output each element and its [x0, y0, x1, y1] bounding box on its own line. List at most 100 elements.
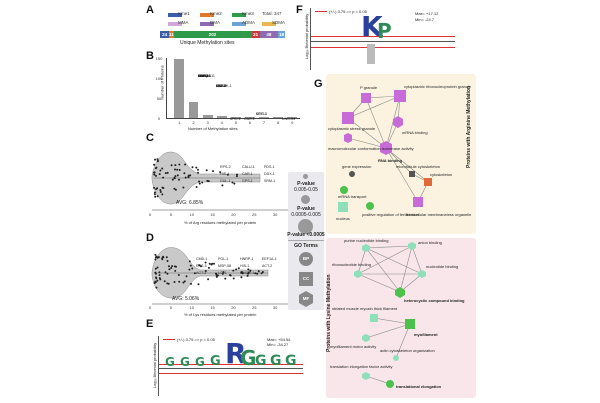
- data-point: [182, 186, 185, 189]
- node-actin-organization: [393, 355, 399, 361]
- data-point: [178, 280, 181, 283]
- data-point: [173, 281, 176, 283]
- data-point: [158, 173, 161, 176]
- node-stress-granule: [342, 112, 354, 124]
- node-myosin-thick-filament: [370, 314, 378, 322]
- data-point: [235, 268, 238, 271]
- label-actin: actin cytoskeleton organization: [380, 348, 435, 353]
- node-membraneless-organelle: [413, 197, 423, 207]
- panel-h-title: Proteins with Lysine Methylation: [326, 274, 332, 352]
- legend-swatch: [200, 22, 214, 26]
- node-positive-regulation-fertilization: [366, 202, 374, 210]
- mf-marker: [299, 291, 313, 307]
- bar: [188, 102, 199, 118]
- data-point: [213, 262, 215, 265]
- panel-c-avg: AVG: 6.85%: [176, 200, 204, 206]
- legend-swatch: [168, 13, 182, 17]
- data-point: [195, 166, 198, 169]
- panel-label-b: B: [146, 50, 154, 62]
- motif-letter: G: [270, 353, 282, 369]
- data-point: [163, 280, 166, 283]
- motif-letter: G: [285, 353, 297, 369]
- bar: [174, 58, 185, 118]
- pvalue-2-label: P-value: [297, 206, 315, 212]
- threshold-line-sample: [315, 11, 327, 12]
- legend-swatch: [200, 13, 214, 17]
- label-mrna-transport: mRNA transport: [338, 194, 367, 199]
- data-point: [153, 173, 156, 176]
- legend-swatch: [232, 13, 246, 17]
- motif-letter: G: [255, 353, 267, 369]
- legend-swatch: [262, 22, 276, 26]
- gene-label: GPS-1: [242, 179, 253, 183]
- gene-label: SFPQ-1: [198, 74, 211, 78]
- data-point: [162, 176, 165, 179]
- data-point: [185, 275, 188, 278]
- data-point: [174, 188, 177, 191]
- gene-label: GTF-1: [256, 112, 267, 116]
- motif-letter: G: [210, 354, 221, 369]
- data-point: [155, 188, 158, 191]
- gene-label: PDS-1: [264, 165, 275, 169]
- x-tick: 6: [248, 120, 252, 125]
- data-point: [224, 277, 227, 280]
- data-point: [154, 280, 157, 283]
- data-point: [184, 176, 187, 179]
- y-tick: 0: [157, 116, 161, 121]
- node-microtubule-cytoskeleton: [409, 171, 415, 177]
- data-point: [153, 191, 156, 194]
- panel-b-ylabel: Number of Proteins: [159, 65, 165, 100]
- legend-label: ADMA: [242, 20, 256, 25]
- gene-label: CMD-1: [196, 257, 208, 261]
- data-point: [211, 262, 214, 265]
- label-microtubule: microtubule cytoskeleton: [396, 164, 440, 169]
- data-point: [176, 168, 179, 171]
- gene-label: NCT-1: [216, 84, 227, 88]
- x-tick: 5: [234, 120, 237, 125]
- motif-letter: G: [165, 355, 175, 369]
- node-ribonucleotide-binding: [354, 270, 362, 278]
- panel-label-d: D: [146, 232, 154, 244]
- gene-label: ACT-3: [196, 271, 207, 275]
- data-point: [155, 166, 158, 169]
- x-tick: 2: [192, 120, 195, 125]
- zero-line: [159, 368, 303, 369]
- pvalue-3-label: P-value <0.0005: [287, 232, 325, 238]
- data-point: [249, 269, 252, 272]
- data-point: [207, 278, 210, 281]
- label-ribonucleoprotein: cytoplasmic ribonucleoprotein granule: [404, 84, 472, 89]
- stack-segment: 18: [278, 31, 286, 38]
- x-tick: 10: [189, 305, 194, 310]
- label-elongation-factor: translation elongation factor activity: [330, 364, 392, 369]
- data-point: [206, 179, 209, 182]
- x-tick: 30: [272, 212, 278, 217]
- data-point: [257, 270, 260, 273]
- data-point: [240, 276, 243, 279]
- label-p-granule: P granule: [360, 85, 378, 90]
- panel-g-title: Proteins with Arginine Methylation: [466, 85, 472, 168]
- bar: [273, 117, 284, 118]
- data-point: [158, 271, 161, 274]
- node-purine-binding: [362, 244, 370, 252]
- data-point: [189, 174, 192, 177]
- gene-label: RPS-5: [196, 264, 207, 268]
- data-point: [162, 255, 164, 258]
- data-point: [188, 268, 191, 271]
- gene-label: HIS-1: [220, 172, 230, 176]
- data-point: [221, 184, 224, 187]
- data-point: [164, 271, 167, 274]
- gene-label: HNRPK-1: [216, 84, 232, 88]
- bar: [216, 116, 227, 118]
- data-point: [178, 178, 180, 181]
- node-cytoskeleton: [424, 178, 432, 186]
- data-point: [261, 271, 264, 273]
- data-point: [168, 265, 170, 268]
- legend-swatch: [168, 22, 182, 26]
- data-point: [235, 175, 238, 178]
- bar: [230, 116, 241, 118]
- data-point: [159, 189, 162, 192]
- y-tick: 100: [155, 76, 163, 81]
- data-point: [153, 163, 156, 166]
